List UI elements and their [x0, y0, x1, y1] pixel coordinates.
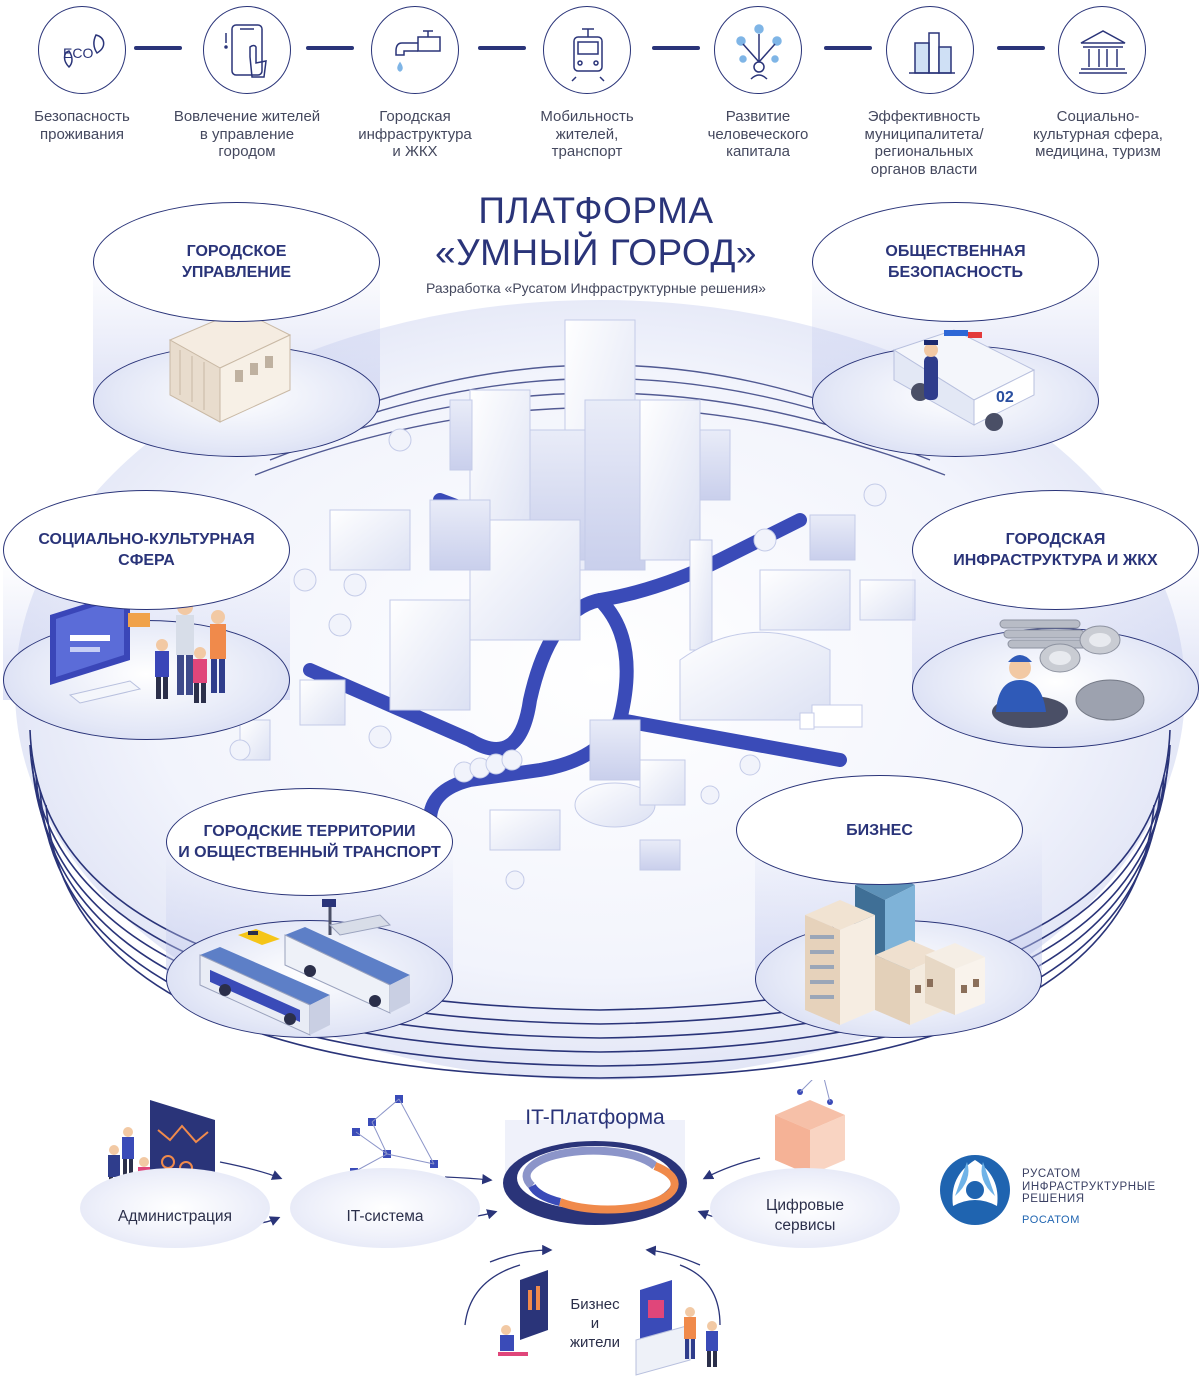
- police-car-number: 02: [996, 389, 1014, 406]
- it-platform-diagram: [108, 1080, 1010, 1376]
- police-car-icon: 02: [892, 329, 1036, 431]
- node-digital-services: [710, 1168, 900, 1248]
- smartphone-touch-icon: [203, 6, 291, 94]
- top-label-efficiency: Эффективность муниципалитета/ региональн…: [864, 108, 984, 178]
- people-network-icon: [714, 6, 802, 94]
- museum-icon: [1058, 6, 1146, 94]
- category-label: ГОРОДСКАЯ ИНФРАСТРУКТУРА И ЖКХ: [953, 531, 1158, 569]
- it-system-label: IT-система: [346, 1208, 424, 1225]
- top-label-engagement: Вовлечение жителей в управление городом: [173, 108, 321, 160]
- truck: [799, 704, 863, 730]
- bubble-infrastructure: ГОРОДСКАЯ ИНФРАСТРУКТУРА И ЖКХ: [912, 490, 1199, 610]
- bubble-territories: ГОРОДСКИЕ ТЕРРИТОРИИ И ОБЩЕСТВЕННЫЙ ТРАН…: [166, 788, 453, 896]
- category-label: СОЦИАЛЬНО-КУЛЬТУРНАЯ СФЕРА: [38, 531, 255, 569]
- top-label-mobility: Мобильность жителей, транспорт: [540, 108, 634, 160]
- city-buildings: [239, 319, 916, 871]
- node-it-system: [290, 1168, 480, 1248]
- top-label-infrastructure: Городская инфраструктура и ЖКХ: [358, 108, 472, 160]
- page-subtitle: Разработка «Русатом Инфраструктурные реш…: [426, 280, 766, 296]
- utility-worker-icon: [992, 619, 1145, 728]
- bubble-social-culture: СОЦИАЛЬНО-КУЛЬТУРНАЯ СФЕРА: [3, 490, 290, 610]
- it-platform-title: IT-Платформа: [525, 1106, 665, 1129]
- top-label-human-capital: Развитие человеческого капитала: [707, 108, 809, 160]
- logo-sub: РОСАТОМ: [1022, 1214, 1080, 1226]
- orbit-rings: [29, 729, 1171, 1079]
- category-label: БИЗНЕС: [846, 821, 913, 839]
- city-buildings-icon: [886, 6, 974, 94]
- category-label: ГОРОДСКОЕ УПРАВЛЕНИЕ: [181, 243, 292, 281]
- connector: [997, 46, 1045, 50]
- eco-leaf-icon: ECO: [38, 6, 126, 94]
- top-label-safety: Безопасность проживания: [34, 108, 130, 143]
- connector: [478, 46, 526, 50]
- government-building-icon: [168, 309, 292, 423]
- bubble-public-safety: ОБЩЕСТВЕННАЯ БЕЗОПАСНОСТЬ: [812, 202, 1099, 322]
- bubble-business: БИЗНЕС: [736, 775, 1023, 885]
- business-residents-label: Бизнес и жители: [569, 1296, 621, 1351]
- category-label: ГОРОДСКИЕ ТЕРРИТОРИИ И ОБЩЕСТВЕННЫЙ ТРАН…: [178, 823, 441, 861]
- logo-name: РУСАТОМ ИНФРАСТРУКТУРНЫЕ РЕШЕНИЯ: [1022, 1168, 1156, 1205]
- digital-services-label: Цифровые сервисы: [765, 1197, 845, 1234]
- page-title: ПЛАТФОРМА «УМНЫЙ ГОРОД»: [435, 190, 757, 273]
- top-label-social: Социально- культурная сфера, медицина, т…: [1033, 108, 1163, 160]
- water-tap-icon: [371, 6, 459, 94]
- category-label: ОБЩЕСТВЕННАЯ БЕЗОПАСНОСТЬ: [885, 243, 1026, 281]
- connector: [652, 46, 700, 50]
- tram-icon: [543, 6, 631, 94]
- connector: [134, 46, 182, 50]
- node-administration: [80, 1168, 270, 1248]
- administration-label: Администрация: [118, 1208, 232, 1225]
- connector: [306, 46, 354, 50]
- family-computer-icon: [50, 590, 226, 704]
- bubble-city-management: ГОРОДСКОЕ УПРАВЛЕНИЕ: [93, 202, 380, 322]
- buses-icon: [199, 899, 410, 1036]
- svg-text:ECO: ECO: [63, 45, 93, 61]
- trees: [229, 428, 887, 890]
- connector: [824, 46, 872, 50]
